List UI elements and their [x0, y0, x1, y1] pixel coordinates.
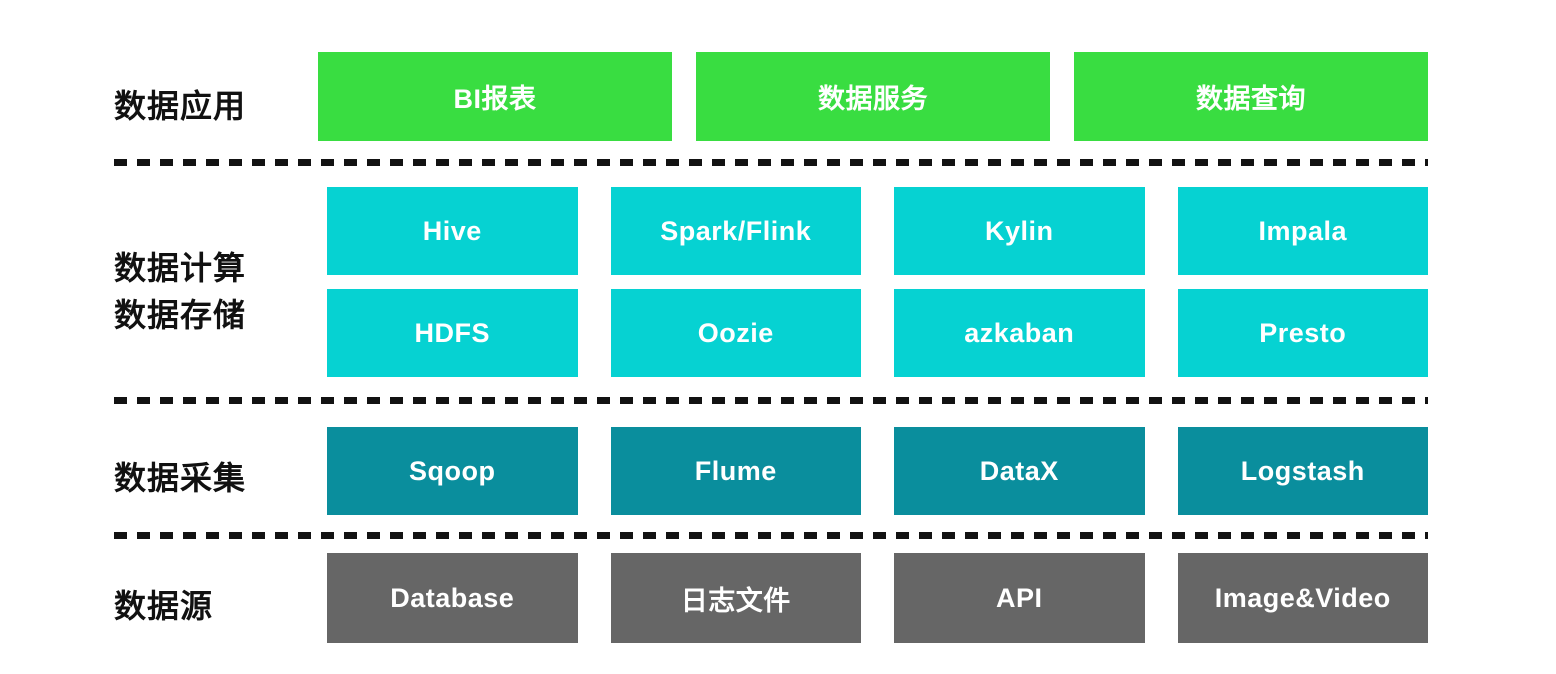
box-data-query: 数据查询 — [1074, 52, 1428, 141]
dashed-divider-2 — [114, 397, 1428, 404]
layer-label-collection: 数据采集 — [114, 460, 247, 496]
layer-label-application: 数据应用 — [114, 88, 247, 124]
box-flume: Flume — [610, 427, 861, 515]
box-bi-report: BI报表 — [318, 52, 672, 141]
box-hive: Hive — [327, 187, 578, 275]
box-hdfs: HDFS — [327, 289, 578, 377]
application-layer-row: BI报表 数据服务 数据查询 — [318, 52, 1428, 141]
box-database: Database — [327, 553, 578, 643]
box-oozie: Oozie — [610, 289, 861, 377]
dashed-divider-1 — [114, 159, 1428, 166]
source-layer-row: Database 日志文件 API Image&Video — [327, 553, 1428, 643]
layer-label-storage: 数据存储 — [114, 297, 247, 333]
dashed-divider-3 — [114, 532, 1428, 539]
box-log-files: 日志文件 — [610, 553, 861, 643]
box-sqoop: Sqoop — [327, 427, 578, 515]
box-azkaban: azkaban — [894, 289, 1145, 377]
box-data-service: 数据服务 — [696, 52, 1050, 141]
compute-layer-row-2: HDFS Oozie azkaban Presto — [327, 289, 1428, 377]
box-spark-flink: Spark/Flink — [610, 187, 861, 275]
box-kylin: Kylin — [894, 187, 1145, 275]
box-presto: Presto — [1177, 289, 1428, 377]
box-datax: DataX — [894, 427, 1145, 515]
box-impala: Impala — [1177, 187, 1428, 275]
box-api: API — [894, 553, 1145, 643]
box-image-video: Image&Video — [1177, 553, 1428, 643]
compute-layer-row-1: Hive Spark/Flink Kylin Impala — [327, 187, 1428, 275]
collection-layer-row: Sqoop Flume DataX Logstash — [327, 427, 1428, 515]
layer-label-compute: 数据计算 — [114, 250, 247, 286]
layer-label-source: 数据源 — [114, 588, 214, 624]
box-logstash: Logstash — [1177, 427, 1428, 515]
